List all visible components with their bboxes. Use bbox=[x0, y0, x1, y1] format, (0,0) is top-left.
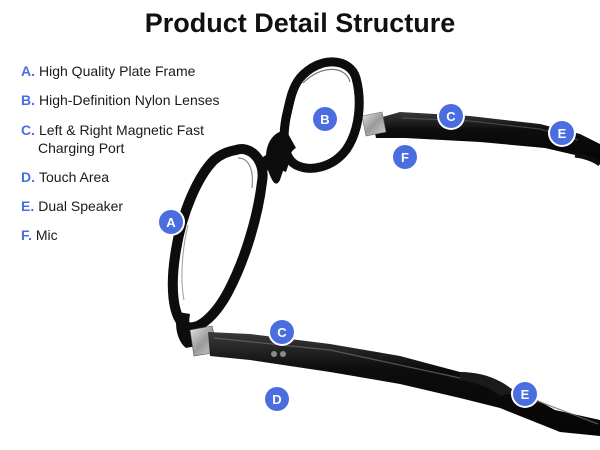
badge-f: F bbox=[393, 145, 417, 169]
legend-text: Touch Area bbox=[39, 169, 110, 185]
badge-a: A bbox=[159, 210, 183, 234]
badge-e-bottom: E bbox=[513, 382, 537, 406]
badge-c-bottom: C bbox=[270, 320, 294, 344]
front-end-piece bbox=[176, 312, 196, 348]
legend-item-d: D.Touch Area bbox=[21, 168, 261, 186]
front-temple-arm bbox=[208, 332, 600, 436]
legend-text: High-Definition Nylon Lenses bbox=[39, 92, 220, 108]
back-hinge bbox=[361, 111, 387, 137]
legend-letter: C. bbox=[21, 122, 35, 138]
charge-contact bbox=[271, 351, 277, 357]
legend-text: Left & Right Magnetic Fast bbox=[39, 122, 204, 138]
badge-c-top: C bbox=[439, 104, 463, 128]
legend-item-a: A.High Quality Plate Frame bbox=[21, 62, 261, 80]
legend-text: Dual Speaker bbox=[38, 198, 124, 214]
legend-item-f: F.Mic bbox=[21, 226, 261, 244]
badge-d: D bbox=[265, 387, 289, 411]
back-temple-arm bbox=[372, 112, 600, 162]
legend-text-continued: Charging Port bbox=[38, 140, 125, 156]
legend-letter: F. bbox=[21, 227, 32, 243]
badge-b: B bbox=[313, 107, 337, 131]
legend-text: High Quality Plate Frame bbox=[39, 63, 196, 79]
legend-letter: A. bbox=[21, 63, 35, 79]
legend-item-e: E.Dual Speaker bbox=[21, 197, 261, 215]
charge-contact bbox=[280, 351, 286, 357]
back-lens-rim bbox=[279, 57, 364, 173]
legend-letter: D. bbox=[21, 169, 35, 185]
legend-text: Mic bbox=[35, 227, 58, 243]
page-title: Product Detail Structure bbox=[144, 8, 456, 38]
front-lens-rim bbox=[167, 144, 268, 333]
legend-letter: E. bbox=[21, 198, 35, 214]
legend-letter: B. bbox=[21, 92, 35, 108]
legend-item-c: C.Left & Right Magnetic Fast Charging Po… bbox=[21, 121, 261, 157]
legend-item-b: B.High-Definition Nylon Lenses bbox=[21, 91, 261, 109]
badge-e-top: E bbox=[550, 121, 574, 145]
